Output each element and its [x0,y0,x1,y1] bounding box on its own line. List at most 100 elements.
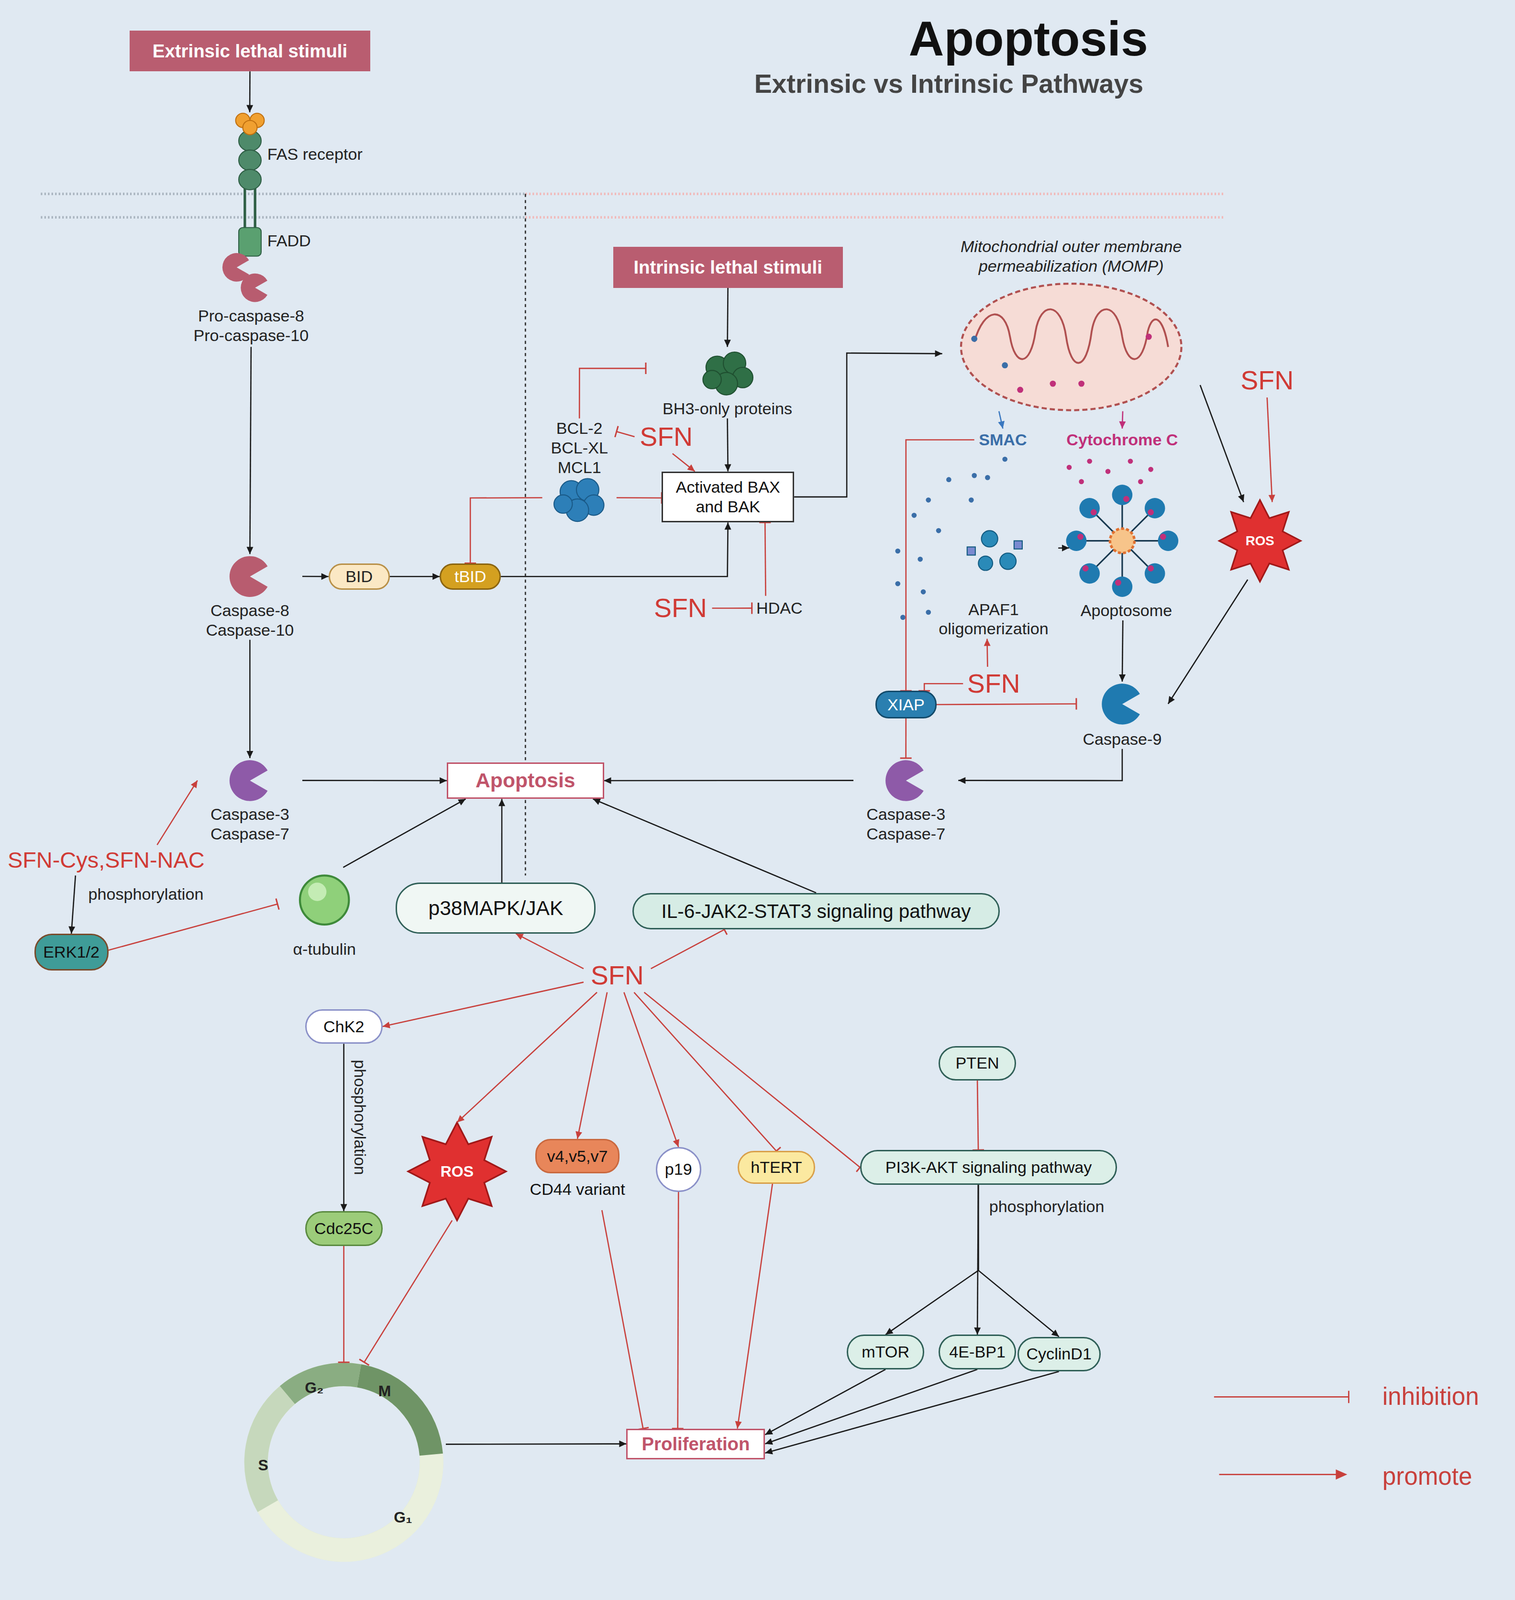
node-text: G₂ [304,1378,324,1397]
pathway-node: SFN [1234,363,1300,398]
pathway-connector [737,1183,773,1429]
pathway-connector [501,798,503,883]
subtitle-label: Extrinsic vs Intrinsic Pathways [754,67,1144,100]
diagram-title: Apoptosis [908,9,1149,69]
pathway-connector [389,575,441,578]
pathway-connector [577,992,608,1140]
fadd-domain [238,227,262,257]
promote-sample [1219,1473,1339,1476]
pathway-connector [727,418,729,472]
node-text: Apoptosis [475,768,576,793]
pathway-node: mTOR [846,1334,925,1370]
node-text: Intrinsic lethal stimuli [633,256,823,279]
cytochrome-dots [1066,458,1154,485]
pathway-node: 4E-BP1 [938,1334,1017,1370]
bcl2-blob [553,478,605,522]
node-text: Caspase-3 Caspase-7 [853,804,959,844]
pathway-connector [601,1210,643,1429]
node-text: M [378,1381,392,1400]
pathway-node: tBID [439,563,501,590]
pathway-node: BCL-2 BCL-XL MCL1 [542,418,617,529]
pathway-connector [616,431,635,437]
pathway-connector [727,287,729,348]
pathway-connector [1168,579,1248,705]
pathway-connector [156,780,198,846]
pathway-connector [998,411,1003,429]
pathway-connector [470,497,542,564]
cell-membrane [40,193,1225,218]
pathway-connector [1122,620,1123,682]
pathway-node: FADD [232,226,315,256]
node-text: ROS [440,1162,474,1181]
pathway-connector [108,904,278,951]
pathway-connector [906,439,975,691]
ros-star [408,1122,507,1221]
pathway-node: BID [328,563,390,590]
node-text: v4,v5,v7 [535,1139,620,1174]
pathway-node: Intrinsic lethal stimuli [613,246,843,288]
pathway-connector [249,346,252,554]
pathway-connector [515,933,584,969]
node-text: SFN-Cys,SFN-NAC [7,846,205,874]
node-text: CD44 variant [530,1179,626,1200]
pathway-node: Caspase-3 Caspase-7 [853,758,959,844]
node-text: HDAC [756,598,803,619]
edge-label: phosphorylation [987,1196,1107,1217]
pathway-node: Cytochrome C [1061,428,1184,452]
node-text: Extrinsic lethal stimuli [152,40,348,63]
pathway-connector [651,929,725,969]
pathway-connector [342,1246,345,1363]
pathway-connector [958,749,1123,781]
node-text: hTERT [750,1157,802,1178]
bh3-blob [702,352,753,396]
pathway-connector [249,640,251,759]
pathway-node: ERK1/2 [34,933,109,971]
legend-text: promote [1382,1461,1473,1492]
pathway-connector [885,1184,979,1336]
pathway-connector [794,353,942,498]
node-text: SFN [653,592,708,625]
pathway-connector [456,992,598,1123]
pathway-node: v4,v5,v7CD44 variant [516,1139,639,1211]
pathway-node: Cdc25C [305,1211,383,1247]
pathway-connector [936,703,1077,705]
node-text: SFN [590,959,644,992]
procaspase-shape [222,253,250,282]
pathway-node: Proliferation [626,1428,765,1460]
pathway-node: PI3K-AKT signaling pathway [860,1150,1117,1185]
pathway-node: APAF1 oligomerization [928,522,1059,639]
caspase-shape [1101,683,1140,725]
pathway-node: ROS [408,1122,507,1221]
pathway-connector [1200,385,1244,503]
ros-star [1219,499,1302,582]
pathway-connector [977,1080,979,1151]
pathway-node: Apoptosome [1069,469,1184,621]
pathway-connector [342,798,466,868]
pathway-connector [1267,397,1273,503]
pathway-node: SFN [962,666,1025,701]
node-text: Cdc25C [314,1218,374,1239]
pathway-node: XIAP [875,690,937,719]
inhibition-sample [1214,1396,1350,1398]
apaf1-monomers [967,530,1023,571]
node-text: G₁ [393,1508,412,1527]
pathway-node: BH3-only proteins [645,346,809,419]
pathway-node: Activated BAX and BAK [661,471,795,523]
pathway-node: Mitochondrial outer membrane permeabiliz… [942,236,1201,412]
cell-cycle-ring [255,1374,432,1550]
node-text: Caspase-3 Caspase-7 [197,804,303,844]
apoptosome [1066,484,1179,598]
pathway-connector [342,1043,345,1212]
node-text: SFN [967,667,1021,700]
node-text: ERK1/2 [43,942,100,963]
node-text: Pro-caspase-8 Pro-caspase-10 [182,306,321,346]
node-text: BCL-2 BCL-XL MCL1 [542,418,617,478]
pathway-node: CyclinD1 [1017,1337,1101,1372]
node-text: p38MAPK/JAK [428,895,564,921]
node-text: SFN [639,420,693,454]
pathway-node: Extrinsic lethal stimuli [129,30,371,72]
node-text: Apoptosome [1080,600,1173,621]
membrane-line [40,192,526,196]
node-text: BID [345,566,373,587]
